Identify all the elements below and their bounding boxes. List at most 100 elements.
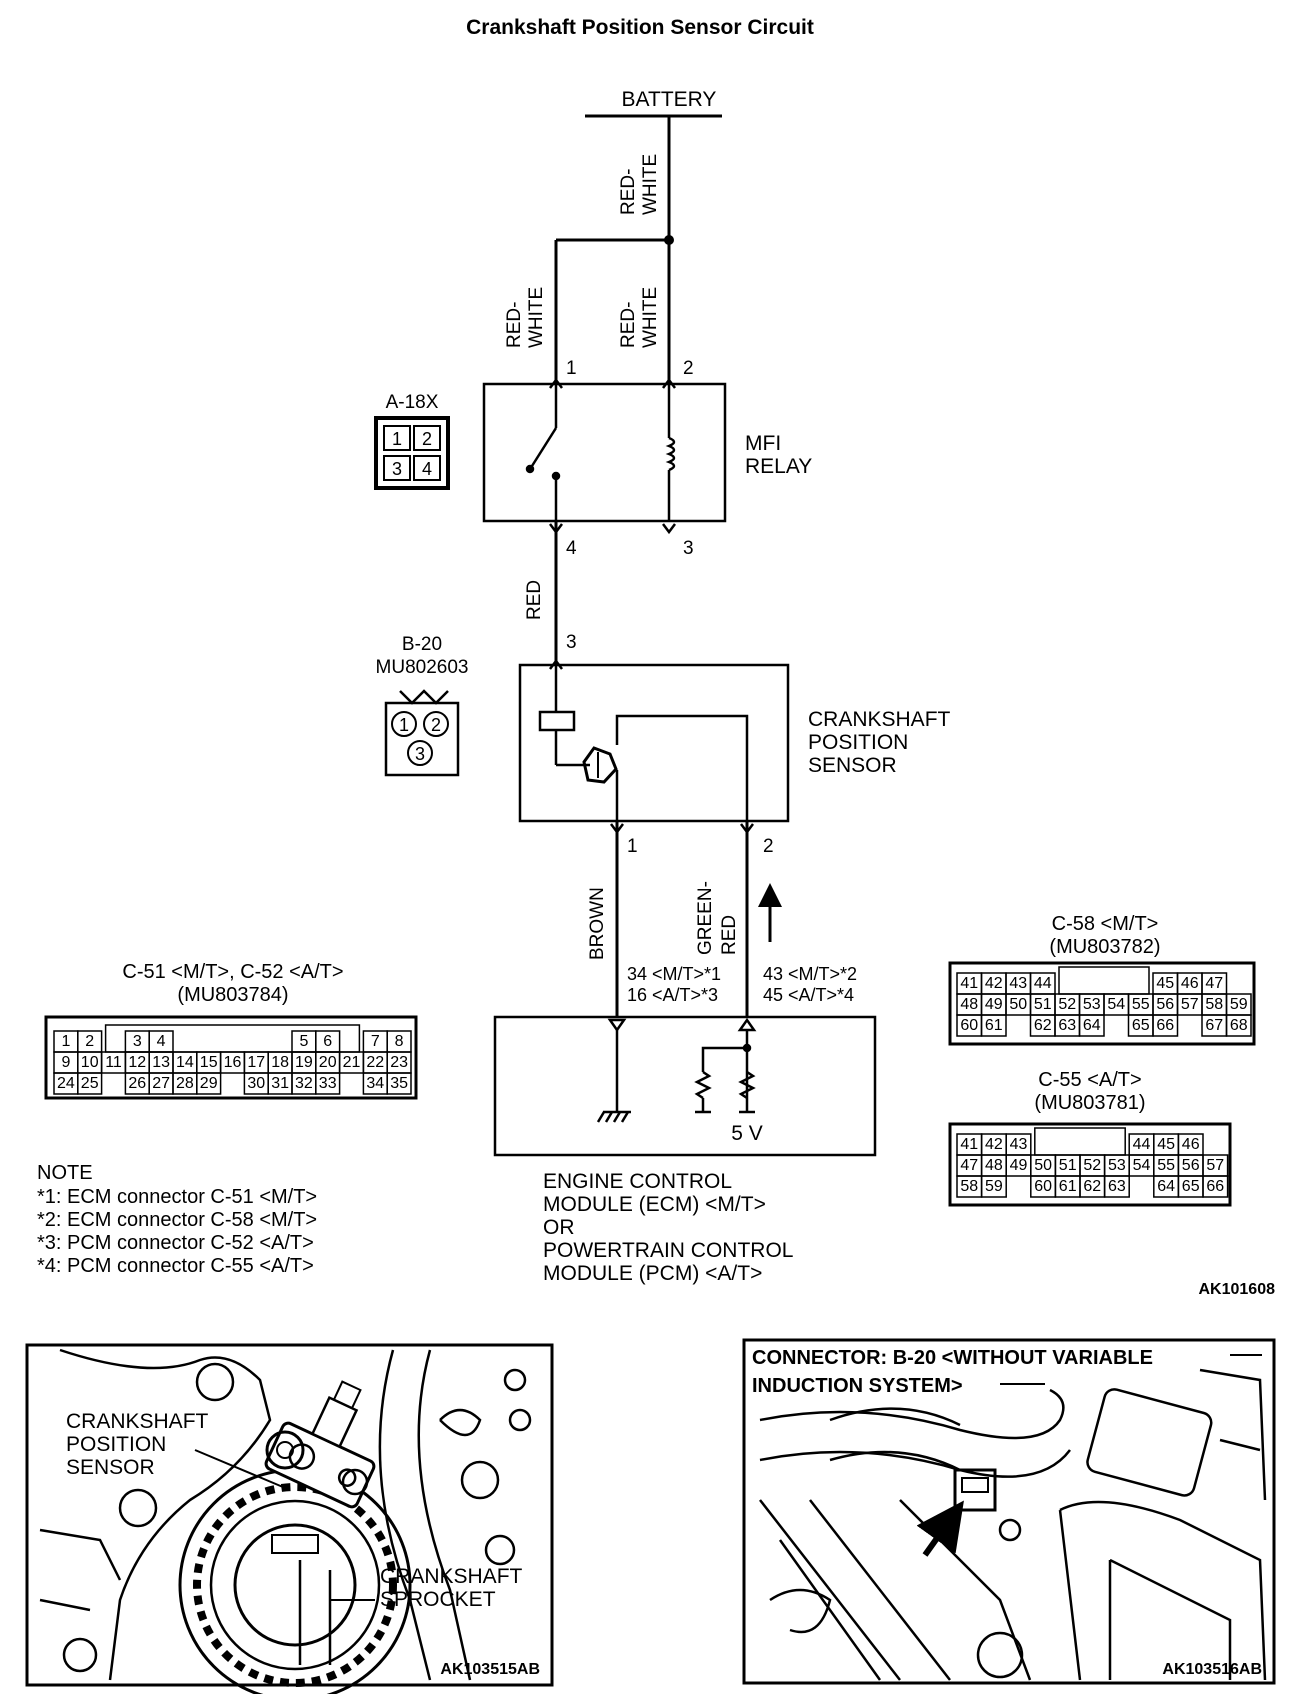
relay-pin-3: 3 — [683, 538, 694, 559]
c51-pin-cell — [315, 1072, 341, 1095]
relay-pin-2: 2 — [683, 358, 694, 379]
c58-pin-label: 60 — [960, 1017, 978, 1034]
c51-pin-label: 14 — [176, 1054, 194, 1071]
c51-pin-label: 19 — [295, 1054, 313, 1071]
c51-pin-label: 27 — [152, 1075, 170, 1092]
c58-title: C-58 <M/T>(MU803782) — [1049, 913, 1160, 958]
c55-pin-label: 55 — [1157, 1157, 1175, 1174]
c55-pin-cell — [1103, 1175, 1130, 1198]
c58-pin-cell — [1152, 1014, 1179, 1037]
wire-label-red-white-left: RED-WHITE — [504, 287, 547, 348]
c55-pin-label: 43 — [1010, 1136, 1028, 1153]
sensor-pin-3: 3 — [566, 632, 577, 653]
c58-pin-label: 58 — [1205, 996, 1223, 1013]
c58-pin-label: 57 — [1181, 996, 1199, 1013]
c55-pin-label: 56 — [1182, 1157, 1200, 1174]
c55-pin-label: 51 — [1059, 1157, 1077, 1174]
c51-pin-label: 5 — [299, 1033, 308, 1050]
c58-pin-cell — [980, 1014, 1007, 1037]
c58-pin-cell — [1225, 1014, 1252, 1037]
relay-coil — [665, 384, 676, 521]
svg-text:3: 3 — [392, 459, 402, 479]
c51-pin-label: 28 — [176, 1075, 194, 1092]
c51-pin-label: 33 — [319, 1075, 337, 1092]
sensor-connector-icon: 1 2 3 — [384, 689, 460, 777]
c55-pin-label: 54 — [1133, 1157, 1151, 1174]
c55-pin-label: 45 — [1157, 1136, 1175, 1153]
c51-pin-label: 22 — [366, 1054, 384, 1071]
c51-pin-label: 26 — [128, 1075, 146, 1092]
c51-pin-label: 15 — [200, 1054, 218, 1071]
diagram-title: Crankshaft Position Sensor Circuit — [466, 16, 814, 39]
c51-pin-label: 2 — [85, 1033, 94, 1050]
c51-pin-label: 18 — [271, 1054, 289, 1071]
c51-key-slot — [104, 1024, 361, 1053]
svg-text:2: 2 — [431, 715, 441, 735]
c55-pin-label: 60 — [1034, 1178, 1052, 1195]
wire-label-red-white-right: RED-WHITE — [618, 287, 661, 348]
c51-pin-label: 10 — [81, 1054, 99, 1071]
c58-pin-label: 50 — [1009, 996, 1027, 1013]
ecm-voltage: 5 V — [731, 1122, 763, 1145]
relay-connector-label: A-18X — [386, 392, 439, 413]
c58-pin-label: 51 — [1034, 996, 1052, 1013]
c58-pin-label: 55 — [1132, 996, 1150, 1013]
c58-pin-label: 65 — [1132, 1017, 1150, 1034]
c55-pin-label: 65 — [1182, 1178, 1200, 1195]
mfi-relay-box — [482, 382, 727, 523]
crankshaft-sensor-box — [518, 663, 790, 823]
svg-text:1: 1 — [392, 429, 402, 449]
c58-connector-frame — [948, 961, 1256, 1046]
relay-connector-icon: 1 2 3 4 — [374, 416, 450, 490]
c55-pin-label: 47 — [960, 1157, 978, 1174]
c51-pin-label: 35 — [390, 1075, 408, 1092]
sensor-pin-1: 1 — [627, 836, 638, 857]
c51-pin-label: 9 — [61, 1054, 70, 1071]
c58-pin-label: 47 — [1205, 975, 1223, 992]
relay-switch — [525, 384, 561, 521]
c58-pin-label: 44 — [1034, 975, 1052, 992]
c51-pin-cell — [386, 1072, 412, 1095]
sensor-pin-markers — [549, 658, 754, 835]
c58-key-slot — [1058, 966, 1150, 995]
wire-label-red: RED — [524, 580, 545, 620]
battery-label: BATTERY — [622, 88, 717, 111]
c51-pin-label: 32 — [295, 1075, 313, 1092]
c58-pin-label: 41 — [960, 975, 978, 992]
c55-pin-label: 57 — [1206, 1157, 1224, 1174]
c55-pin-label: 48 — [985, 1157, 1003, 1174]
c58-pin-label: 67 — [1205, 1017, 1223, 1034]
photo-code-left: AK103515AB — [440, 1661, 540, 1678]
c51-pin-label: 29 — [200, 1075, 218, 1092]
c51-pin-label: 25 — [81, 1075, 99, 1092]
c51-pin-label: 4 — [157, 1033, 166, 1050]
sensor-internals — [538, 665, 749, 821]
c55-pin-label: 58 — [960, 1178, 978, 1195]
svg-text:1: 1 — [399, 715, 409, 735]
c51-connector-frame — [44, 1015, 418, 1100]
c58-pin-label: 68 — [1230, 1017, 1248, 1034]
c58-pin-label: 61 — [985, 1017, 1003, 1034]
c51-pin-label: 11 — [105, 1054, 122, 1071]
c58-pin-label: 46 — [1181, 975, 1199, 992]
c58-pin-label: 53 — [1083, 996, 1101, 1013]
c51-pin-label: 17 — [247, 1054, 265, 1071]
c51-pin-label: 16 — [224, 1054, 242, 1071]
sensor-pin-2: 2 — [763, 836, 774, 857]
c58-pin-label: 62 — [1034, 1017, 1052, 1034]
c58-pin-cell — [1078, 1014, 1105, 1037]
c55-pin-label: 50 — [1034, 1157, 1052, 1174]
wire-junction — [664, 235, 674, 245]
c55-pin-label: 41 — [960, 1136, 978, 1153]
